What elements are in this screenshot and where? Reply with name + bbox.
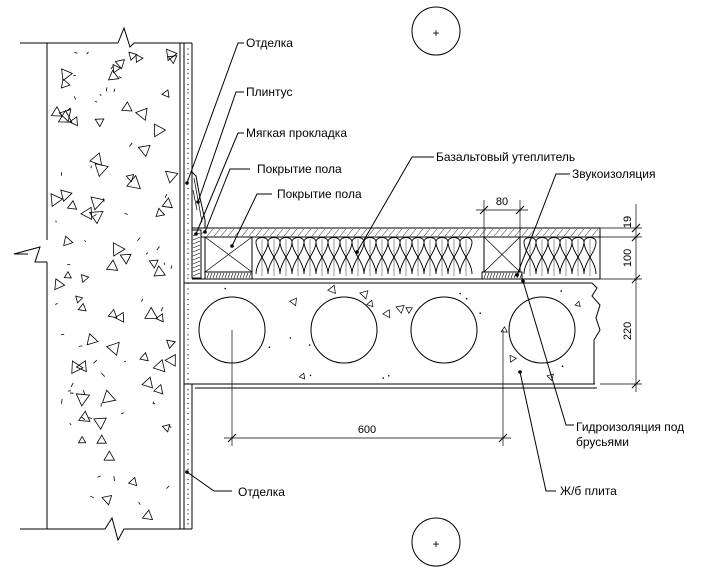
timber-beam-right <box>483 236 521 273</box>
leader-floor-cover-1: Покрытие пола <box>203 162 342 234</box>
label-waterproof-line2: брусьями <box>576 435 629 449</box>
axis-marker-top: + <box>411 6 461 56</box>
label-sound: Звукоизоляция <box>572 167 655 181</box>
sound-insulation-strip <box>204 271 523 280</box>
finish-dots <box>187 48 189 525</box>
leader-waterproof: Гидроизоляция под брусьями <box>521 279 684 449</box>
label-soft-pad: Мягкая прокладка <box>246 126 347 140</box>
label-finish-bottom: Отделка <box>238 485 285 499</box>
dimension-beam-width-label: 80 <box>496 196 508 208</box>
slab-hatch <box>224 284 581 382</box>
label-finish-top: Отделка <box>246 36 293 50</box>
leader-plinth: Плинтус <box>196 85 292 204</box>
concrete-wall <box>13 26 181 542</box>
axis-marker-top-label: + <box>432 26 439 40</box>
dimension-insulation-label: 100 <box>622 249 634 267</box>
slab-void <box>410 296 478 364</box>
leader-slab: Ж/б плита <box>518 370 617 498</box>
basalt-insulation-wool <box>255 237 597 276</box>
timber-beam-left <box>204 236 253 273</box>
axis-marker-bottom: + <box>411 517 461 567</box>
leader-finish-top: Отделка <box>185 36 293 185</box>
label-slab: Ж/б плита <box>560 484 617 498</box>
leader-floor-cover-2: Покрытие пола <box>230 187 362 248</box>
slab-void <box>508 296 576 364</box>
leader-soft-pad: Мягкая прокладка <box>194 126 347 236</box>
floor-covering-hatch <box>199 228 599 237</box>
dimension-floor-cover-label: 19 <box>622 216 634 228</box>
soft-pad-hatch <box>192 232 201 277</box>
slab-void <box>310 296 378 364</box>
leader-basalt: Базальтовый утеплитель <box>355 150 575 254</box>
leader-finish-bottom: Отделка <box>185 470 285 499</box>
label-floor-cover-2: Покрытие пола <box>277 187 362 201</box>
concrete-hatch <box>50 48 179 521</box>
dimension-hole-pitch: 600 <box>224 330 511 446</box>
axis-marker-bottom-label: + <box>432 537 439 551</box>
strip-hatch <box>206 272 523 279</box>
label-basalt: Базальтовый утеплитель <box>436 150 575 164</box>
dimension-slab-label: 220 <box>622 322 634 340</box>
label-waterproof-line1: Гидроизоляция под <box>576 420 684 434</box>
label-floor-cover-1: Покрытие пола <box>257 162 342 176</box>
dimension-hole-pitch-label: 600 <box>358 424 376 436</box>
dimension-beam-width: 80 <box>476 196 528 237</box>
hollow-core-slab <box>184 282 601 389</box>
insulation-layer <box>192 228 601 280</box>
dimension-vertical-chain: 19 100 220 <box>600 204 642 392</box>
soft-pad <box>191 229 202 279</box>
leader-sound: Звукоизоляция <box>515 167 655 277</box>
wall-finish <box>180 42 193 530</box>
floor-covering <box>192 227 600 238</box>
label-plinth: Плинтус <box>246 85 292 99</box>
